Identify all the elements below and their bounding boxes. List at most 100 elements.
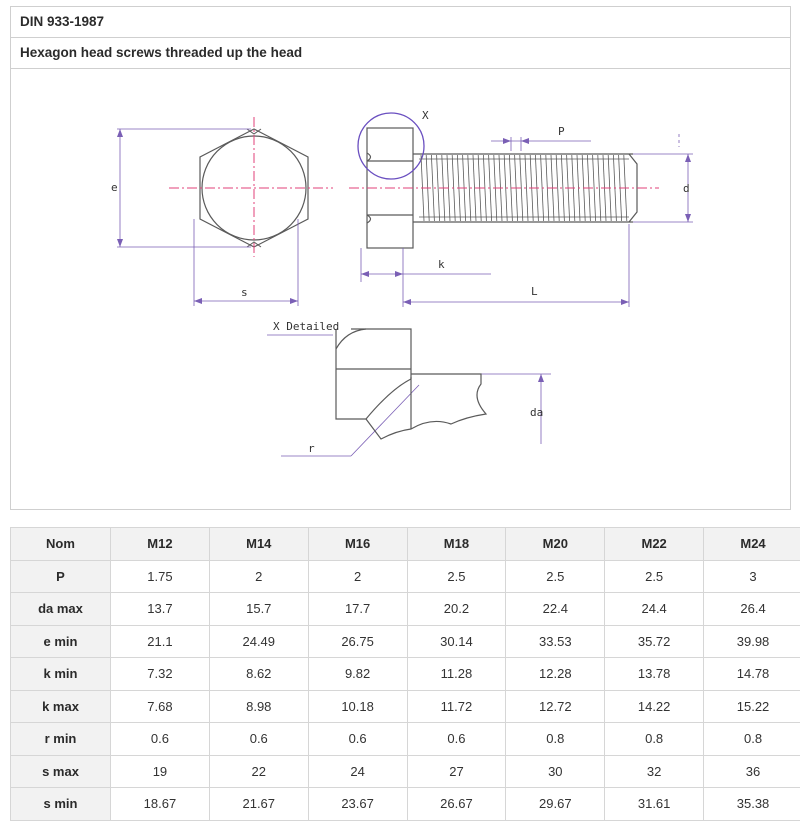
technical-drawing: e s X P d k L X Detailed da r — [10, 69, 791, 510]
thread-line — [436, 154, 440, 222]
table-cell: 22 — [208, 754, 309, 788]
dim-label-x: X — [422, 109, 429, 122]
table-cell: 9.82 — [307, 657, 408, 691]
table-cell: 31.61 — [604, 787, 705, 821]
dim-label-x-detailed: X Detailed — [273, 320, 339, 333]
table-cell: 2 — [208, 559, 309, 593]
table-cell: 0.8 — [703, 722, 800, 756]
table-cell: 8.62 — [208, 657, 309, 691]
thread-lines — [420, 154, 628, 222]
table-cell: 24.49 — [208, 624, 309, 658]
table-cell: 2.5 — [604, 559, 705, 593]
table-row: s max 19 22 24 27 30 32 36 — [10, 754, 800, 788]
table-cell: 8.98 — [208, 689, 309, 723]
table-header-row: Nom M12 M14 M16 M18 M20 M22 M24 — [10, 527, 800, 561]
table-row: e min 21.1 24.49 26.75 30.14 33.53 35.72… — [10, 624, 800, 658]
thread-line — [519, 154, 524, 222]
col-header-m18: M18 — [406, 527, 507, 561]
table-cell: 0.8 — [604, 722, 705, 756]
table-row: k max 7.68 8.98 10.18 11.72 12.72 14.22 … — [10, 689, 800, 723]
dim-label-r: r — [308, 442, 315, 455]
thread-line — [555, 154, 560, 222]
table-cell: 3 — [703, 559, 800, 593]
row-label: P — [10, 559, 111, 593]
row-label: e min — [10, 624, 111, 658]
table-row: r min 0.6 0.6 0.6 0.6 0.8 0.8 0.8 — [10, 722, 800, 756]
table-cell: 12.72 — [505, 689, 606, 723]
table-cell: 11.28 — [406, 657, 507, 691]
product-title: Hexagon head screws threaded up the head — [11, 37, 790, 68]
table-cell: 21.67 — [208, 787, 309, 821]
table-cell: 27 — [406, 754, 507, 788]
dim-label-s: s — [241, 286, 248, 299]
table-cell: 0.6 — [406, 722, 507, 756]
table-cell: 2.5 — [406, 559, 507, 593]
thread-line — [597, 154, 602, 222]
row-label: s min — [10, 787, 111, 821]
table-cell: 26.75 — [307, 624, 408, 658]
dim-label-e: e — [111, 181, 118, 194]
thread-line — [509, 154, 513, 222]
thread-line — [561, 154, 565, 222]
table-cell: 33.53 — [505, 624, 606, 658]
screw-drawing-svg: e s X P d k L X Detailed da r — [111, 109, 693, 457]
table-cell: 30.14 — [406, 624, 507, 658]
table-cell: 32 — [604, 754, 705, 788]
table-cell: 15.22 — [703, 689, 800, 723]
table-cell: 2.5 — [505, 559, 606, 593]
table-cell: 0.6 — [110, 722, 210, 756]
col-header-m14: M14 — [208, 527, 309, 561]
table-cell: 30 — [505, 754, 606, 788]
col-header-m20: M20 — [505, 527, 606, 561]
thread-line — [431, 154, 435, 222]
table-cell: 22.4 — [505, 592, 606, 626]
table-cell: 19 — [110, 754, 210, 788]
table-cell: 10.18 — [307, 689, 408, 723]
table-cell: 14.78 — [703, 657, 800, 691]
table-row: s min 18.67 21.67 23.67 26.67 29.67 31.6… — [10, 787, 800, 821]
dim-label-l: L — [531, 285, 538, 298]
col-header-m22: M22 — [604, 527, 705, 561]
dimension-table: Nom M12 M14 M16 M18 M20 M22 M24 P 1.75 2… — [10, 527, 800, 821]
col-header-nom: Nom — [10, 527, 111, 561]
table-cell: 1.75 — [110, 559, 210, 593]
thread-line — [467, 154, 472, 222]
table-cell: 0.6 — [307, 722, 408, 756]
dim-label-p: P — [558, 125, 565, 138]
thread-line — [524, 154, 529, 222]
header-box: DIN 933-1987 Hexagon head screws threade… — [10, 6, 791, 69]
table-cell: 15.7 — [208, 592, 309, 626]
table-cell: 13.7 — [110, 592, 210, 626]
table-cell: 20.2 — [406, 592, 507, 626]
detail-x-view — [335, 328, 488, 440]
dim-label-d: d — [683, 182, 690, 195]
row-label: da max — [10, 592, 111, 626]
table-cell: 29.67 — [505, 787, 606, 821]
table-cell: 35.72 — [604, 624, 705, 658]
table-row: P 1.75 2 2 2.5 2.5 2.5 3 — [10, 559, 800, 593]
table-cell: 7.32 — [110, 657, 210, 691]
col-header-m16: M16 — [307, 527, 408, 561]
thread-line — [503, 154, 508, 222]
row-label: k max — [10, 689, 111, 723]
row-label: r min — [10, 722, 111, 756]
table-row: da max 13.7 15.7 17.7 20.2 22.4 24.4 26.… — [10, 592, 800, 626]
dim-label-k: k — [438, 258, 445, 271]
table-cell: 0.6 — [208, 722, 309, 756]
table-cell: 26.67 — [406, 787, 507, 821]
table-cell: 21.1 — [110, 624, 210, 658]
table-cell: 26.4 — [703, 592, 800, 626]
col-header-m24: M24 — [703, 527, 800, 561]
table-cell: 35.38 — [703, 787, 800, 821]
dim-label-da: da — [530, 406, 543, 419]
thread-line — [488, 154, 492, 222]
table-cell: 39.98 — [703, 624, 800, 658]
table-cell: 7.68 — [110, 689, 210, 723]
table-cell: 17.7 — [307, 592, 408, 626]
table-cell: 0.8 — [505, 722, 606, 756]
detail-x-circle — [357, 112, 425, 180]
table-cell: 13.78 — [604, 657, 705, 691]
table-cell: 36 — [703, 754, 800, 788]
thread-line — [592, 154, 596, 222]
col-header-m12: M12 — [110, 527, 210, 561]
